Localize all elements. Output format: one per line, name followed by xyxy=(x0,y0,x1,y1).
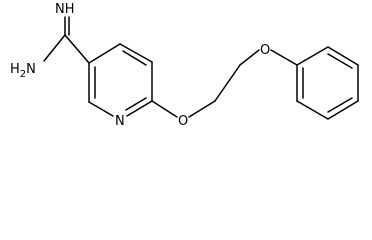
bonds xyxy=(43,16,359,120)
atom-label-ring-nitrogen: N xyxy=(115,114,125,129)
bond-o1-ch2 xyxy=(188,100,216,118)
bond-amidine-c-amine-n xyxy=(43,34,66,62)
atom-label-imine: NH xyxy=(55,2,75,17)
bond-ring-c6-n1 xyxy=(126,100,153,117)
bond-phenyl-c4-c5-inner xyxy=(327,97,353,113)
chemical-structure: NH H2N N O O xyxy=(10,2,359,129)
bond-ring-c4-c5-inner xyxy=(122,50,147,66)
bond-phenyl-c2-c3-inner xyxy=(327,53,353,69)
atom-labels: NH H2N N O O xyxy=(10,2,270,129)
bond-ch2-o2 xyxy=(239,49,260,66)
bond-ring-c6-n1-inner xyxy=(125,97,147,111)
atom-label-amine: H2N xyxy=(10,62,36,80)
bond-phenyl-c5-c6 xyxy=(296,100,329,120)
bond-o2-phenyl xyxy=(270,49,298,66)
bond-phenyl-c4-c5 xyxy=(327,100,359,120)
bond-phenyl-c2-c3 xyxy=(327,46,359,66)
atom-label-ether-oxygen-2: O xyxy=(260,43,270,58)
bond-c6-o1 xyxy=(151,100,178,118)
bond-amidine-c-ring xyxy=(64,34,90,64)
bond-ch2-ch2 xyxy=(214,64,241,102)
bond-ring-c3-c4 xyxy=(88,43,121,64)
bond-ring-n1-c2 xyxy=(88,101,114,117)
bond-phenyl-c1-c2 xyxy=(296,46,329,66)
atom-label-ether-oxygen-1: O xyxy=(178,114,188,129)
bond-ring-c4-c5 xyxy=(119,43,153,63)
